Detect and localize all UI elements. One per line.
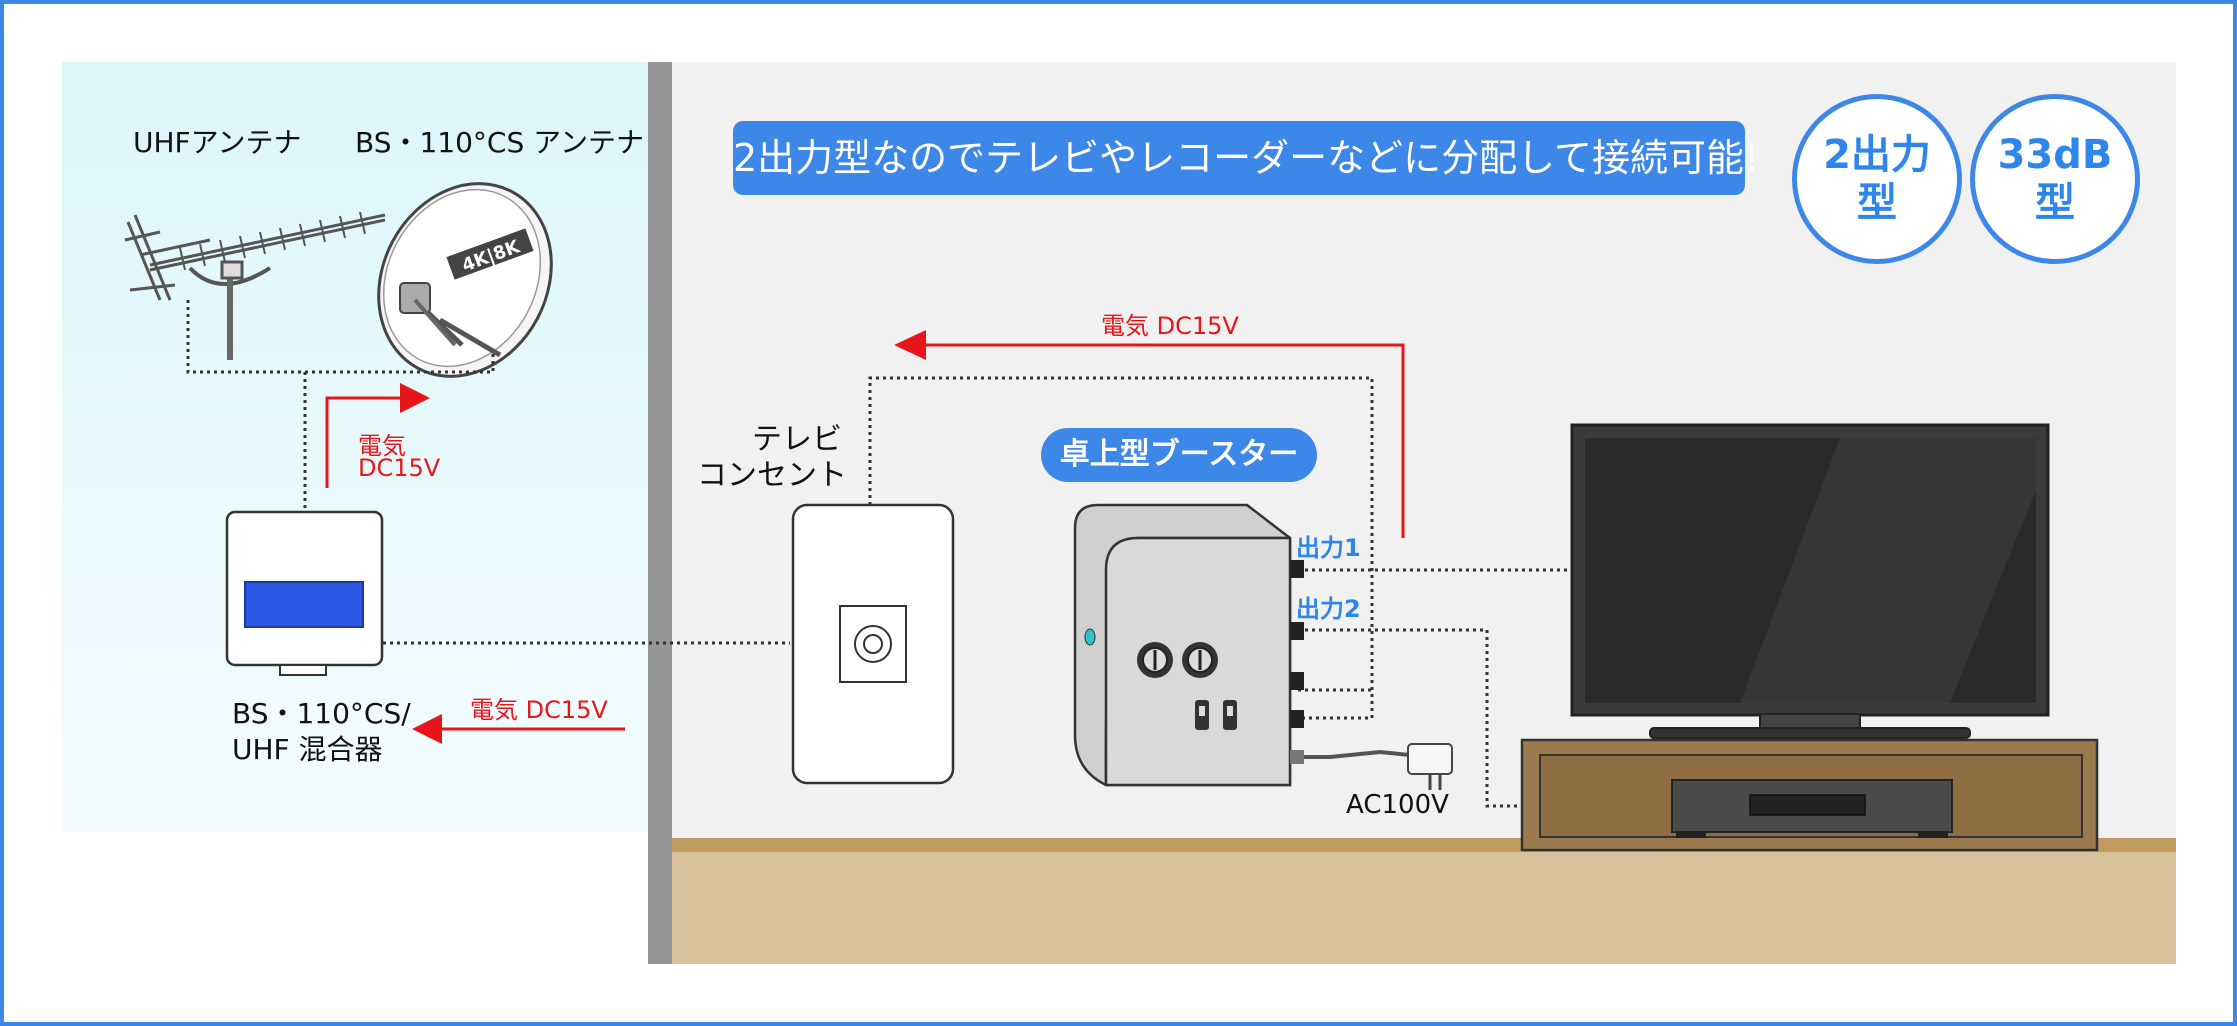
uhf-antenna — [124, 211, 386, 360]
mixer-label-line2: UHF 混合器 — [232, 733, 383, 766]
badge-33db-line2: 型 — [2034, 180, 2075, 226]
badge-33db-line1: 33dB — [1997, 132, 2113, 178]
output2-label: 出力2 — [1296, 595, 1361, 623]
mixer-label-line1: BS・110°CS/ — [232, 697, 411, 730]
wall — [648, 62, 672, 964]
feature-banner: 2出力型なのでテレビやレコーダーなどに分配して接続可能! — [733, 121, 1759, 195]
badge-two-output-line2: 型 — [1857, 180, 1897, 226]
power-label-top: 電気 DC15V — [1101, 312, 1239, 340]
mixer-box — [225, 510, 384, 676]
badge-33db: 33dB 型 — [1970, 94, 2140, 264]
uhf-antenna-label: UHFアンテナ — [133, 126, 302, 159]
tv-outlet — [791, 503, 955, 785]
bs-antenna-label: BS・110°CS アンテナ — [355, 126, 645, 159]
booster-device — [1073, 503, 1453, 790]
ac-power-label: AC100V — [1346, 790, 1449, 820]
antenna-cables — [186, 300, 1680, 808]
power-label-bottom: 電気 DC15V — [470, 696, 608, 724]
outdoor-area — [62, 62, 652, 832]
power-label-mixer-line1: 電気 — [358, 432, 406, 460]
booster-title: 卓上型ブースター — [1041, 428, 1317, 482]
tv-set — [1570, 423, 2050, 739]
bs-dish-antenna: 4K|8K — [377, 182, 553, 378]
outlet-label-line1: テレビ — [752, 422, 842, 457]
outlet-label-line2: コンセント — [697, 458, 847, 493]
power-arrow-bottom — [412, 714, 625, 744]
output1-label: 出力1 — [1296, 534, 1361, 562]
power-arrow-top — [894, 330, 1405, 538]
tv-stand — [1520, 738, 2099, 852]
badge-two-output-line1: 2出力 — [1823, 132, 1931, 178]
power-arrow-mixer — [325, 383, 430, 488]
badge-two-output: 2出力 型 — [1792, 94, 1962, 264]
power-label-mixer-line2: DC15V — [358, 454, 441, 482]
floor — [666, 840, 2176, 964]
